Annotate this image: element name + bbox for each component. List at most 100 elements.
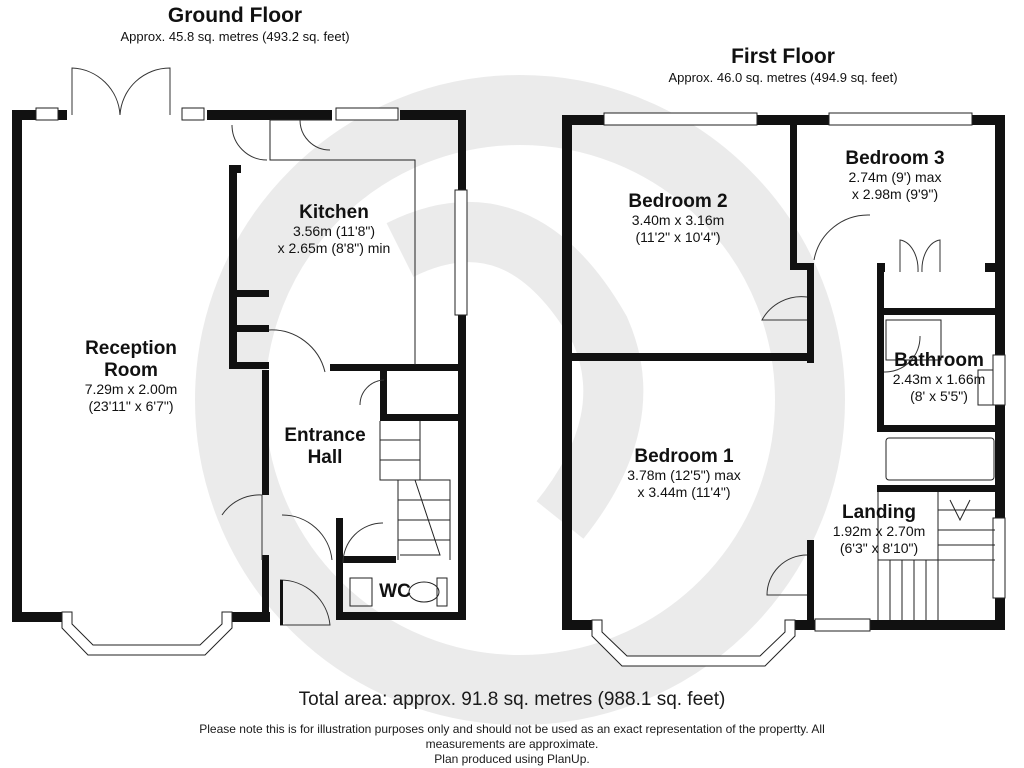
kitchen-back-door-icon [231, 124, 268, 161]
french-door-right-icon [119, 67, 171, 116]
bedroom2-name: Bedroom 2 [628, 191, 727, 212]
landing-window [992, 517, 1006, 599]
understairs-wall [380, 371, 387, 421]
reception-dim-line2: (23'11" x 6'7") [88, 398, 173, 414]
ground-floor-area: Approx. 45.8 sq. metres (493.2 sq. feet) [120, 29, 349, 44]
reception-bottom-wall-right [230, 612, 270, 622]
bedroom1-bay-window [591, 619, 796, 667]
first-stairs-icon [877, 492, 995, 620]
wc-door-icon [342, 522, 384, 564]
ground-bottom-wall [336, 612, 466, 620]
kitchen-cupboard-wall-3 [229, 362, 269, 369]
first-floor-area: Approx. 46.0 sq. metres (494.9 sq. feet) [668, 70, 897, 85]
bedroom3-bottom-stub-2 [985, 263, 1000, 272]
wc-top-wall [336, 556, 396, 563]
bathroom-top-wall [877, 308, 1002, 315]
landing-dim-line1: 1.92m x 2.70m [833, 523, 926, 539]
reception-window-left [35, 107, 59, 121]
landing-front-window [814, 618, 871, 632]
kitchen-window-side [454, 189, 468, 316]
bedroom3-dim-line2: x 2.98m (9'9") [852, 186, 938, 202]
bathtub-icon [885, 437, 995, 481]
bedroom1-landing-wall-lower [807, 540, 814, 625]
wc-name: WC [379, 581, 411, 602]
first-top-wall-1 [562, 115, 604, 125]
bedroom2-landing-wall [807, 263, 814, 363]
bedroom2-bedroom1-wall [572, 353, 812, 361]
shower-tray-icon [885, 319, 942, 361]
bedroom2-window [603, 112, 758, 126]
kitchen-window-top [335, 107, 399, 121]
kitchen-dim-line1: 3.56m (11'8") [293, 223, 375, 239]
entrance-name-line1: Entrance [284, 425, 365, 446]
first-bottom-wall-right [870, 620, 1005, 630]
bathroom-basin-icon [977, 369, 994, 406]
front-door-icon [279, 579, 331, 626]
reception-door-icon [221, 494, 263, 560]
bedroom1-name: Bedroom 1 [634, 446, 734, 467]
ground-floor-plan: Ground Floor Approx. 45.8 sq. metres (49… [12, 4, 468, 656]
understairs-door-icon [359, 379, 385, 406]
kitchen-cupboard-wall-2 [229, 325, 269, 332]
bedroom3-window [828, 112, 973, 126]
reception-dim-line1: 7.29m x 2.00m [85, 381, 178, 397]
front-door-leaf [280, 580, 283, 625]
hall-inner-door-icon [281, 514, 333, 561]
kitchen-worktop [269, 119, 416, 365]
bedroom3-dim-line1: 2.74m (9') max [849, 169, 942, 185]
bathroom-bottom-wall [877, 485, 1002, 492]
kitchen-bottom-wall [330, 364, 465, 371]
kitchen-dim-line2: x 2.65m (8'8") min [278, 240, 391, 256]
reception-top-wall-right [207, 110, 267, 120]
bathroom-door-icon [883, 335, 921, 373]
bedroom2-bedroom3-wall [790, 120, 797, 268]
ground-floor-title: Ground Floor [168, 4, 302, 27]
bedroom2-dim-line2: (11'2" x 10'4") [635, 229, 720, 245]
disclaimer-line3: Plan produced using PlanUp. [434, 752, 590, 766]
french-door-left-icon [71, 67, 121, 116]
disclaimer: Please note this is for illustration pur… [160, 722, 864, 767]
bedroom1-dim-line2: x 3.44m (11'4") [638, 484, 731, 500]
understairs-wall-top [380, 414, 465, 421]
kitchen-left-wall [229, 165, 237, 365]
bedroom1-door-icon [766, 554, 808, 596]
bedroom2-dim-line1: 3.40m x 3.16m [632, 212, 725, 228]
kitchen-cupboard-wall-1 [229, 290, 269, 297]
kitchen-left-stub [229, 165, 241, 173]
bathroom-dim-line2: (8' x 5'5") [910, 388, 968, 404]
kitchen-top-wall-right [400, 110, 465, 120]
reception-name-line2: Room [104, 360, 158, 381]
first-bottom-wall-left [562, 620, 592, 630]
total-area: Total area: approx. 91.8 sq. metres (988… [298, 689, 726, 710]
first-left-wall [562, 115, 572, 630]
reception-hall-wall-lower [262, 555, 269, 620]
bedroom3-door-stub [790, 263, 814, 270]
disclaimer-line1: Please note this is for illustration pur… [199, 722, 825, 736]
bedroom2-door-icon [761, 296, 808, 321]
kitchen-name: Kitchen [299, 202, 369, 223]
bathroom-window [992, 354, 1006, 406]
entrance-name-line2: Hall [308, 447, 343, 468]
bathroom-name: Bathroom [894, 350, 984, 371]
first-floor-title: First Floor [731, 45, 835, 68]
kitchen-top-wall-left [267, 110, 332, 120]
bathroom-mid-wall [877, 425, 1002, 432]
ground-stairs-icon [379, 421, 451, 560]
kitchen-door-icon [268, 329, 326, 373]
bedroom3-wardrobe-icon [899, 239, 941, 273]
first-floor-plan: First Floor Approx. 46.0 sq. metres (494… [562, 45, 1006, 667]
reception-name-line1: Reception [85, 338, 177, 359]
first-bottom-wall-mid [790, 620, 815, 630]
bathroom-dim-line1: 2.43m x 1.66m [893, 371, 986, 387]
wc-left-wall [336, 518, 343, 618]
reception-bay-window [61, 611, 233, 656]
reception-bottom-wall-left [12, 612, 62, 622]
bedroom3-door-icon [813, 214, 871, 261]
kitchen-side-door-icon [299, 119, 331, 151]
reception-hall-wall [262, 370, 269, 495]
landing-name: Landing [842, 502, 916, 523]
reception-left-wall [12, 110, 22, 622]
first-top-wall-3 [972, 115, 1002, 125]
bedroom1-dim-line1: 3.78m (12'5") max [627, 467, 740, 483]
